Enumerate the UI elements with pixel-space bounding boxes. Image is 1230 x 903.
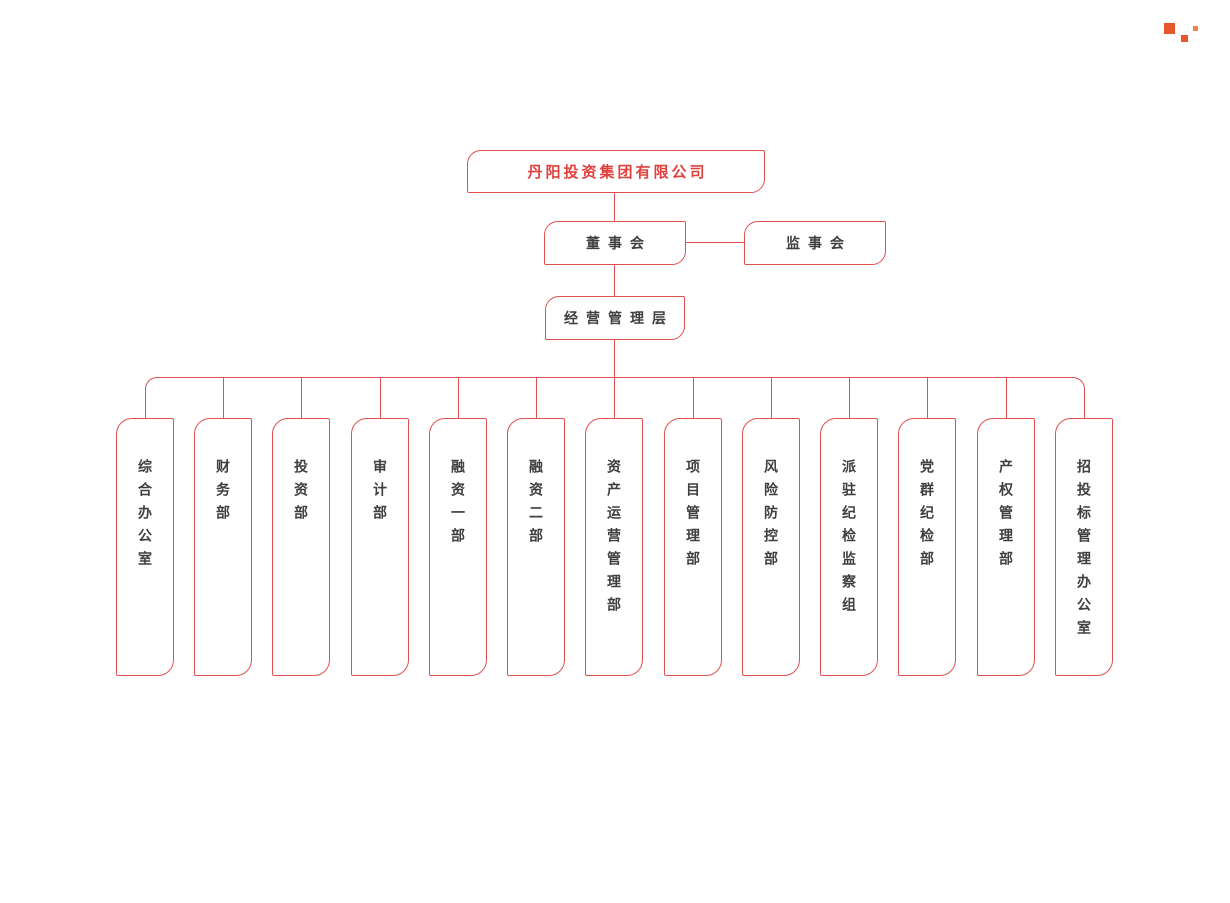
- dept-node: 招投标管理办公室: [1055, 418, 1113, 676]
- dept-label: 招投标管理办公室: [1076, 459, 1092, 643]
- connector-board-management: [614, 265, 615, 296]
- board-node: 董事会: [544, 221, 686, 265]
- connector-root-board: [614, 193, 615, 221]
- logo-square-medium-icon: [1181, 35, 1188, 42]
- logo-square-small-icon: [1193, 26, 1198, 31]
- board-label: 董事会: [586, 235, 652, 251]
- connector-drop: [1006, 377, 1007, 418]
- supervisory-label: 监事会: [786, 235, 852, 251]
- dept-node: 派驻纪检监察组: [820, 418, 878, 676]
- connector-drop: [380, 377, 381, 418]
- connector-drop: [849, 377, 850, 418]
- company-root-label: 丹阳投资集团有限公司: [527, 164, 708, 181]
- dept-label: 资产运营管理部: [606, 459, 622, 620]
- connector-rail: [145, 377, 1085, 418]
- dept-node: 产权管理部: [977, 418, 1035, 676]
- dept-label: 融资一部: [450, 459, 466, 551]
- dept-node: 党群纪检部: [898, 418, 956, 676]
- dept-label: 党群纪检部: [919, 459, 935, 574]
- dept-label: 融资二部: [528, 459, 544, 551]
- connector-drop: [771, 377, 772, 418]
- dept-label: 项目管理部: [685, 459, 701, 574]
- connector-drop: [301, 377, 302, 418]
- dept-label: 综合办公室: [137, 459, 153, 574]
- connector-drop: [458, 377, 459, 418]
- dept-node: 融资二部: [507, 418, 565, 676]
- dept-node: 融资一部: [429, 418, 487, 676]
- dept-label: 派驻纪检监察组: [841, 459, 857, 620]
- dept-node: 风险防控部: [742, 418, 800, 676]
- dept-node: 财务部: [194, 418, 252, 676]
- dept-node: 项目管理部: [664, 418, 722, 676]
- dept-node: 综合办公室: [116, 418, 174, 676]
- management-label: 经营管理层: [564, 310, 674, 326]
- management-node: 经营管理层: [545, 296, 685, 340]
- corner-logo: [1164, 22, 1206, 48]
- dept-label: 风险防控部: [763, 459, 779, 574]
- connector-management-rail: [614, 340, 615, 418]
- supervisory-node: 监事会: [744, 221, 886, 265]
- dept-label: 审计部: [372, 459, 388, 528]
- dept-label: 产权管理部: [998, 459, 1014, 574]
- logo-square-large-icon: [1164, 23, 1175, 34]
- dept-node: 审计部: [351, 418, 409, 676]
- connector-board-supervisory: [686, 242, 744, 243]
- connector-drop: [536, 377, 537, 418]
- dept-label: 财务部: [215, 459, 231, 528]
- connector-drop: [927, 377, 928, 418]
- dept-node: 资产运营管理部: [585, 418, 643, 676]
- company-root-node: 丹阳投资集团有限公司: [467, 150, 765, 193]
- dept-label: 投资部: [293, 459, 309, 528]
- dept-node: 投资部: [272, 418, 330, 676]
- connector-drop: [693, 377, 694, 418]
- connector-drop: [223, 377, 224, 418]
